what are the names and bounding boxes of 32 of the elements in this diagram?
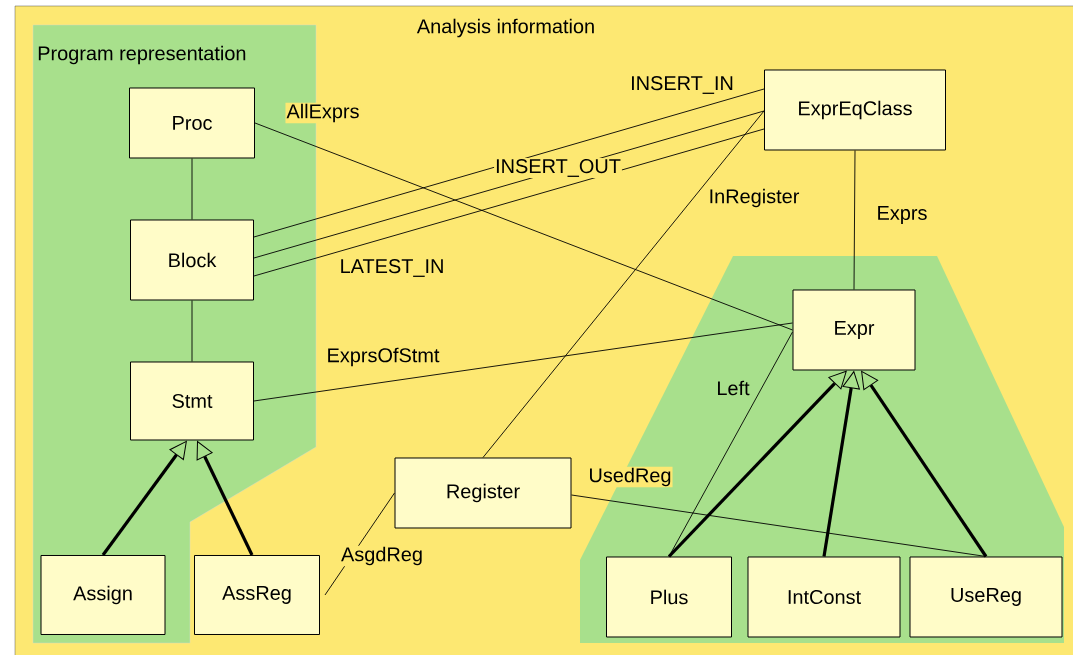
inheritance-arrow [196, 441, 254, 556]
association-line [482, 110, 765, 458]
edge-label: Exprs [875, 205, 929, 225]
class-box: Plus [606, 556, 732, 638]
association-line [191, 158, 193, 220]
association-line [191, 300, 193, 362]
class-box: IntConst [747, 556, 901, 638]
class-box: Proc [129, 87, 255, 159]
class-box: Register [394, 457, 572, 529]
association-line [253, 128, 765, 277]
association-line [571, 494, 987, 557]
association-line [254, 122, 793, 331]
inheritance-arrow [667, 370, 847, 558]
class-box: Expr [792, 289, 916, 371]
edge-label: UsedReg [587, 466, 673, 488]
inheritance-arrow [822, 371, 860, 557]
edge-label: LATEST_IN [338, 258, 446, 278]
edge-label: INSERT_OUT [494, 158, 622, 178]
association-line [253, 322, 793, 402]
association-line [253, 88, 765, 238]
class-box: UseReg [909, 556, 1063, 638]
association-line [853, 150, 856, 290]
class-box: ExprEqClass [764, 69, 946, 151]
class-box: Stmt [130, 361, 254, 441]
inheritance-arrow [861, 370, 988, 558]
edge-label: AllExprs [285, 102, 361, 124]
class-box: Assign [40, 555, 166, 635]
edge-label: INSERT_IN [629, 75, 735, 95]
edge-label: AsgdReg [340, 545, 424, 567]
class-box: Block [130, 219, 254, 301]
class-box: AssReg [194, 555, 320, 635]
inheritance-arrow [101, 440, 187, 556]
